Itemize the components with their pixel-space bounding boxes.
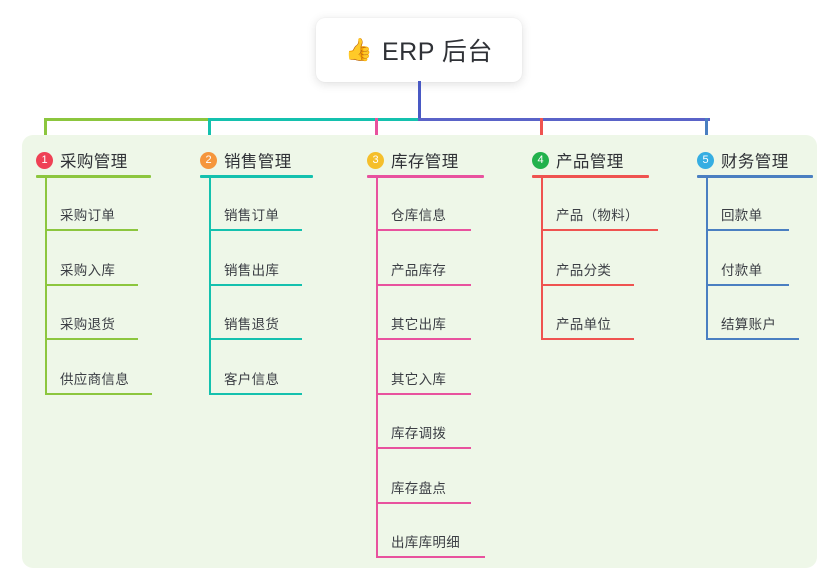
leaf-item-underline <box>376 392 471 395</box>
leaf-item[interactable]: 产品单位 <box>541 308 634 340</box>
mindmap-panel: 1 采购管理采购订单采购入库采购退货供应商信息 2 销售管理销售订单销售出库销售退货客… <box>22 135 817 568</box>
leaf-item-underline <box>376 338 471 340</box>
column-underline-4 <box>532 175 649 178</box>
leaf-item-label: 付款单 <box>721 262 763 278</box>
leaf-item[interactable]: 库存盘点 <box>376 472 471 504</box>
leaf-item[interactable]: 供应商信息 <box>45 363 152 395</box>
leaf-item[interactable]: 其它出库 <box>376 308 471 340</box>
leaf-item-underline <box>376 283 471 286</box>
root-stem <box>418 81 421 121</box>
leaf-item-label: 库存盘点 <box>391 480 447 496</box>
leaf-item-underline <box>45 229 138 231</box>
leaf-item-label: 产品（物料） <box>556 208 639 223</box>
column-title-2: 销售管理 <box>224 153 292 171</box>
leaf-item[interactable]: 出库库明细 <box>376 526 485 558</box>
column-underline-5 <box>697 175 813 178</box>
bus-segment-teal <box>209 118 418 121</box>
leaf-item[interactable]: 产品分类 <box>541 254 634 286</box>
leaf-item[interactable]: 库存调拨 <box>376 417 471 449</box>
leaf-item[interactable]: 销售出库 <box>209 254 302 286</box>
leaf-item-label: 出库库明细 <box>391 535 460 550</box>
leaf-item-label: 销售出库 <box>224 262 280 278</box>
leaf-item[interactable]: 产品（物料） <box>541 199 658 231</box>
bus-segment-green <box>44 118 209 121</box>
leaf-item-label: 结算账户 <box>721 317 777 332</box>
root-node-title: 👍 ERP 后台 <box>345 32 493 68</box>
leaf-item-label: 产品单位 <box>556 317 612 332</box>
leaf-item-label: 供应商信息 <box>60 371 129 387</box>
leaf-item-underline <box>376 556 485 558</box>
column-underline-1 <box>36 175 151 178</box>
leaf-item[interactable]: 客户信息 <box>209 363 302 395</box>
column-header-4[interactable]: 4 产品管理 <box>532 148 624 172</box>
leaf-item-underline <box>376 447 471 449</box>
leaf-item[interactable]: 采购订单 <box>45 199 138 231</box>
column-spine-5 <box>706 176 708 340</box>
leaf-item[interactable]: 产品库存 <box>376 254 471 286</box>
column-badge-4: 4 <box>532 151 549 169</box>
leaf-item-underline <box>209 392 302 395</box>
leaf-item[interactable]: 付款单 <box>706 254 789 286</box>
leaf-item-underline <box>376 229 471 231</box>
leaf-item-label: 产品库存 <box>391 262 447 278</box>
leaf-item-label: 回款单 <box>721 208 763 223</box>
leaf-item-label: 其它出库 <box>391 317 447 332</box>
leaf-item[interactable]: 其它入库 <box>376 363 471 395</box>
column-spine-4 <box>541 176 543 340</box>
leaf-item-label: 产品分类 <box>556 262 612 278</box>
leaf-item-underline <box>45 338 138 340</box>
leaf-item-underline <box>541 283 634 286</box>
leaf-item-underline <box>706 283 789 286</box>
leaf-item[interactable]: 采购退货 <box>45 308 138 340</box>
thumbs-up-icon: 👍 <box>345 37 373 62</box>
leaf-item[interactable]: 销售退货 <box>209 308 302 340</box>
root-node-card[interactable]: 👍 ERP 后台 <box>316 18 522 82</box>
root-node-title-text: ERP 后台 <box>382 38 493 66</box>
leaf-item-underline <box>541 229 658 231</box>
leaf-item-label: 采购退货 <box>60 317 116 332</box>
column-badge-3: 3 <box>367 151 384 169</box>
leaf-item-underline <box>706 338 799 340</box>
leaf-item-underline <box>209 338 302 340</box>
leaf-item-underline <box>209 283 302 286</box>
leaf-item-label: 采购订单 <box>60 208 116 223</box>
leaf-item-label: 库存调拨 <box>391 426 447 441</box>
leaf-item-underline <box>376 501 471 504</box>
column-header-1[interactable]: 1 采购管理 <box>36 148 128 172</box>
column-underline-2 <box>200 175 313 178</box>
leaf-item-label: 销售订单 <box>224 208 280 223</box>
column-underline-3 <box>367 175 484 178</box>
column-title-4: 产品管理 <box>556 153 624 171</box>
leaf-item-label: 客户信息 <box>224 371 280 387</box>
column-header-2[interactable]: 2 销售管理 <box>200 148 292 172</box>
leaf-item-label: 其它入库 <box>391 371 447 387</box>
column-header-5[interactable]: 5 财务管理 <box>697 148 789 172</box>
leaf-item-underline <box>706 229 789 231</box>
leaf-item-label: 仓库信息 <box>391 208 447 223</box>
column-spine-3 <box>376 176 378 558</box>
column-badge-1: 1 <box>36 151 53 169</box>
column-badge-2: 2 <box>200 151 217 169</box>
leaf-item-underline <box>45 283 138 286</box>
leaf-item[interactable]: 采购入库 <box>45 254 138 286</box>
leaf-item[interactable]: 回款单 <box>706 199 789 231</box>
column-title-3: 库存管理 <box>391 153 459 171</box>
column-header-3[interactable]: 3 库存管理 <box>367 148 459 172</box>
bus-segment-blue <box>418 118 710 121</box>
column-title-1: 采购管理 <box>60 153 128 171</box>
leaf-item[interactable]: 仓库信息 <box>376 199 471 231</box>
leaf-item-underline <box>45 392 152 395</box>
column-badge-5: 5 <box>697 151 714 169</box>
leaf-item-label: 采购入库 <box>60 262 116 278</box>
column-title-5: 财务管理 <box>721 153 789 171</box>
leaf-item-underline <box>209 229 302 231</box>
leaf-item[interactable]: 销售订单 <box>209 199 302 231</box>
leaf-item[interactable]: 结算账户 <box>706 308 799 340</box>
leaf-item-label: 销售退货 <box>224 317 280 332</box>
leaf-item-underline <box>541 338 634 340</box>
